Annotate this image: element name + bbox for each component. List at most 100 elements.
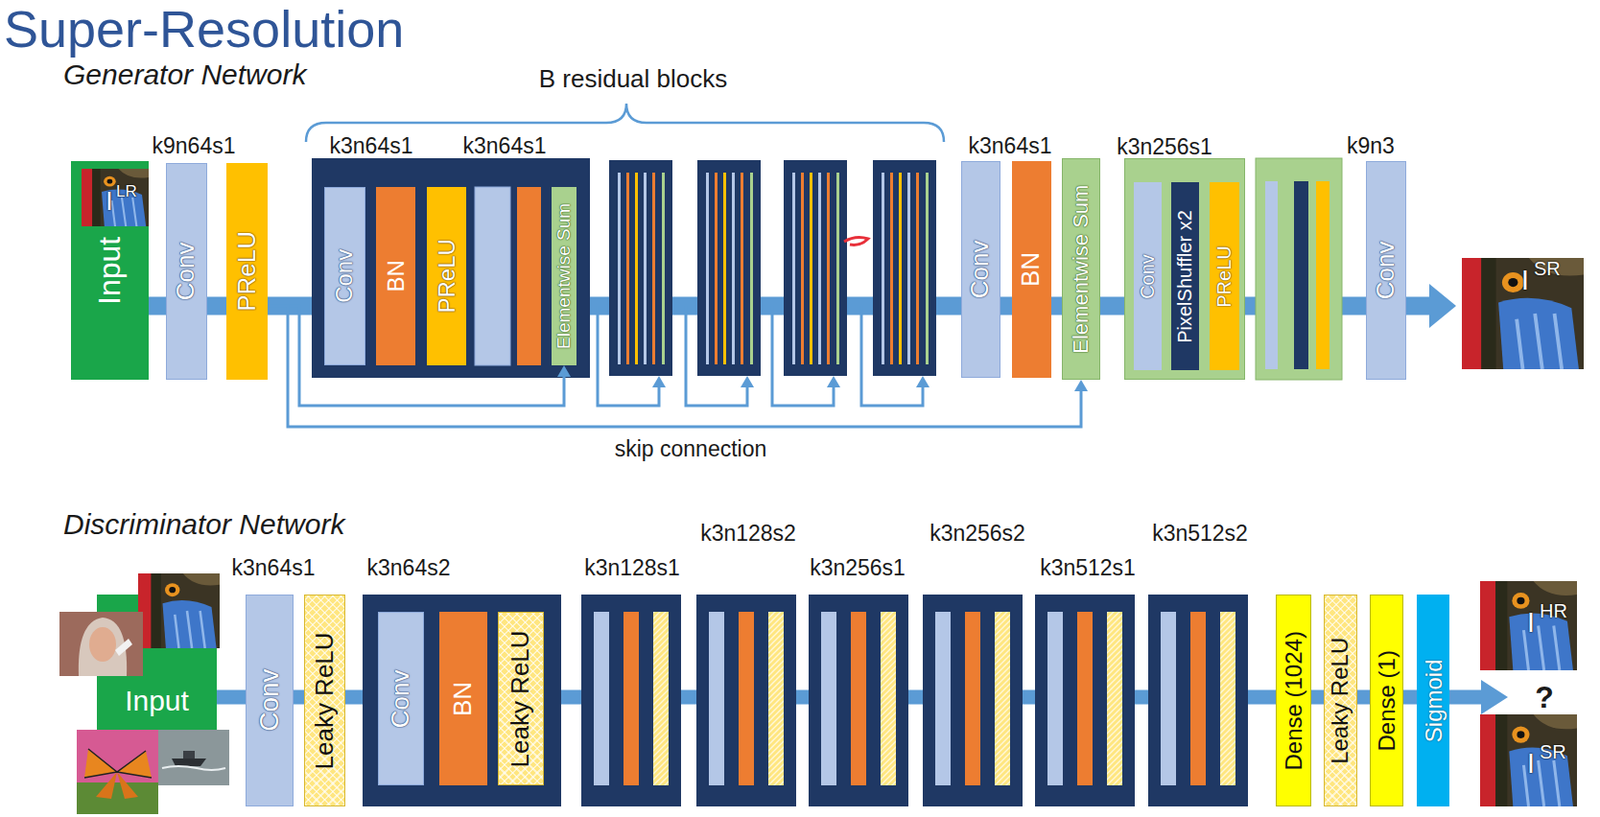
photo-mandrill <box>138 573 220 649</box>
photo-phone <box>115 638 133 657</box>
connector <box>293 697 305 699</box>
annotation: k3n64s1 <box>968 133 1053 159</box>
residual-block <box>609 160 673 377</box>
conv-layer: Conv <box>324 187 366 366</box>
connector-line <box>1100 297 1125 316</box>
layer-name: Input <box>124 684 189 719</box>
layer-stripe <box>1294 181 1309 370</box>
block-fill <box>362 594 562 807</box>
layer-name: Conv <box>1371 241 1401 301</box>
layer-spec: k3n64s2 <box>367 555 451 581</box>
connector <box>207 305 227 307</box>
layer-spec: k3n64s1 <box>329 133 414 159</box>
connector <box>1051 305 1062 307</box>
network-title: Discriminator Network <box>63 508 345 542</box>
residual-block <box>872 160 937 377</box>
skip-loop <box>772 305 841 406</box>
layer-name: Dense (1) <box>1373 650 1401 752</box>
annotation: B residual blocks <box>539 65 729 95</box>
leaky-relu-layer: Leaky ReLU <box>497 611 544 786</box>
residual-block <box>697 160 761 377</box>
conv-block <box>808 594 909 807</box>
layer-name: Leaky ReLU <box>506 630 536 768</box>
photo-wake <box>162 766 226 771</box>
image-label: I <box>1527 606 1535 640</box>
photo-ground <box>76 729 159 815</box>
connector <box>1311 697 1324 699</box>
conv-block <box>581 594 682 807</box>
layer-name: PReLU <box>1213 245 1236 307</box>
connector <box>1100 305 1125 307</box>
layer-name: Conv <box>172 242 202 302</box>
prelu-layer: PReLU <box>226 163 268 380</box>
conv-block <box>1148 594 1248 807</box>
conv-layer: Conv <box>961 161 1001 378</box>
layer-name: BN <box>1017 252 1047 287</box>
layer-name: PixelShuffler x2 <box>1174 210 1197 344</box>
connector-line <box>1403 690 1417 706</box>
connector <box>148 305 166 307</box>
photo-lr <box>81 168 149 227</box>
layer-name: BN <box>448 681 478 716</box>
layer-name: PReLU <box>233 231 262 312</box>
block-fill <box>70 161 149 380</box>
annotation: k9n3 <box>1346 133 1395 159</box>
layer-name: Sigmoid <box>1419 658 1447 743</box>
output-arrow <box>1449 690 1483 706</box>
layer-name: Input <box>92 235 128 305</box>
arrowhead <box>557 365 571 377</box>
layer-stripe <box>1316 181 1330 370</box>
bn-layer: BN <box>376 187 416 366</box>
annotation: k3n512s2 <box>1152 520 1248 546</box>
photo-leaves <box>76 782 159 815</box>
skip-loop <box>861 305 930 406</box>
upsample-block <box>1255 158 1342 380</box>
layer-name: Conv <box>254 669 285 732</box>
image-label: I <box>1527 747 1535 781</box>
connector <box>216 697 246 699</box>
photo-face <box>89 627 117 662</box>
bn-layer: BN <box>1011 161 1052 378</box>
layer-name: Conv <box>1136 254 1159 300</box>
bn-layer <box>517 187 542 366</box>
conv-block <box>696 594 797 807</box>
layer-name: Conv <box>331 249 359 304</box>
arrowhead <box>1074 379 1088 392</box>
sum-layer: Elementwise Sum <box>1061 158 1101 380</box>
block-fill <box>311 158 590 378</box>
connector-line <box>1051 297 1062 316</box>
photo-wing <box>117 751 152 778</box>
upsample-block: k3n256s1ConvPixelShuffler x2PReLU <box>1124 158 1246 380</box>
connector <box>1357 697 1370 699</box>
photo-woman <box>59 611 143 677</box>
photo-sr <box>1461 258 1584 370</box>
image-label: HR <box>1539 600 1568 623</box>
connector <box>1000 305 1012 307</box>
layer-name: Conv <box>386 669 416 729</box>
conv-layer: Conv <box>377 611 424 786</box>
skip-loop <box>597 305 666 406</box>
skip-loop <box>685 305 754 406</box>
layer-name: PReLU <box>433 238 461 313</box>
arrowhead <box>1429 283 1457 329</box>
connector-line <box>1000 297 1012 316</box>
image-label: SR <box>1539 741 1567 764</box>
photo-butterfly <box>76 729 159 815</box>
photo-wing <box>117 772 139 800</box>
conv-block: k3n64s2ConvBNLeaky ReLU <box>362 594 562 807</box>
connector-line <box>207 297 227 316</box>
image-label: LR <box>116 182 138 202</box>
output-arrow <box>1406 297 1432 316</box>
residual-block: k3n64s1k3n64s1ConvBNPReLUElementwise Sum <box>311 158 590 378</box>
connector <box>1403 697 1417 699</box>
layer-name: BN <box>382 259 410 292</box>
dense-layer: Dense (1) <box>1369 594 1404 807</box>
photo-ground <box>158 729 230 786</box>
connector-line <box>1311 690 1324 706</box>
prelu-layer: PReLU <box>426 187 467 366</box>
annotation: k3n128s1 <box>584 555 681 581</box>
prelu-layer: PReLU <box>1209 182 1240 371</box>
annotation: k9n64s1 <box>152 133 236 159</box>
